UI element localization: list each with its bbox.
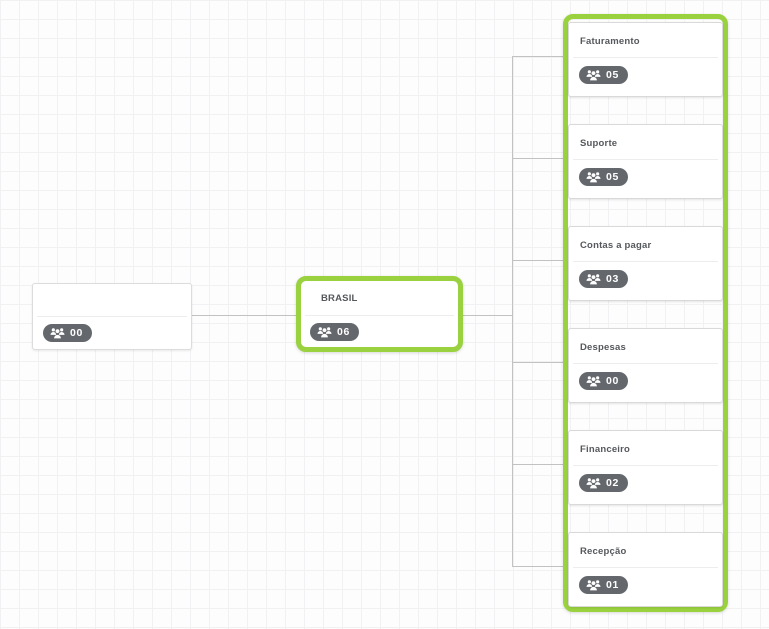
connector-stub-suporte	[513, 158, 563, 159]
member-count: 00	[70, 327, 83, 339]
member-count: 06	[337, 326, 350, 338]
org-node-department[interactable]: Despesas 00	[568, 328, 723, 403]
node-label: Faturamento	[580, 36, 640, 47]
member-count-badge[interactable]: 06	[310, 323, 359, 341]
member-count: 01	[606, 579, 619, 591]
member-count-badge[interactable]: 00	[579, 372, 628, 390]
node-divider	[573, 363, 718, 364]
node-divider	[573, 57, 718, 58]
org-node-department[interactable]: Recepção 01	[568, 532, 723, 607]
connector-root-brasil	[192, 315, 296, 316]
node-divider	[573, 567, 718, 568]
node-label: Suporte	[580, 138, 618, 149]
member-count: 00	[606, 375, 619, 387]
member-count-badge[interactable]: 03	[579, 270, 628, 288]
member-count-badge[interactable]: 05	[579, 168, 628, 186]
member-count-badge[interactable]: 02	[579, 474, 628, 492]
people-group-icon	[586, 274, 601, 285]
connector-stub-contas-a-pagar	[513, 260, 563, 261]
member-count-badge[interactable]: 01	[579, 576, 628, 594]
node-divider	[573, 465, 718, 466]
member-count: 02	[606, 477, 619, 489]
node-divider	[37, 316, 187, 317]
member-count: 03	[606, 273, 619, 285]
connector-stub-despesas	[513, 362, 563, 363]
org-node-brasil[interactable]: BRASIL 06	[296, 276, 463, 352]
people-group-icon	[586, 580, 601, 591]
people-group-icon	[586, 70, 601, 81]
member-count: 05	[606, 69, 619, 81]
connector-stub-faturamento	[513, 56, 563, 57]
connector-brasil-trunk	[463, 315, 513, 316]
node-label: Contas a pagar	[580, 240, 652, 251]
people-group-icon	[586, 172, 601, 183]
node-divider	[573, 159, 718, 160]
member-count-badge[interactable]: 00	[43, 324, 92, 342]
node-label: Financeiro	[580, 444, 631, 455]
org-node-department[interactable]: Suporte 05	[568, 124, 723, 199]
departments-group: Faturamento 05 Suporte 05	[563, 14, 728, 612]
org-node-department[interactable]: Faturamento 05	[568, 22, 723, 97]
org-node-department[interactable]: Financeiro 02	[568, 430, 723, 505]
node-label: Recepção	[580, 546, 627, 557]
node-divider	[305, 315, 454, 316]
member-count-badge[interactable]: 05	[579, 66, 628, 84]
connector-trunk	[512, 56, 513, 567]
people-group-icon	[586, 478, 601, 489]
people-group-icon	[586, 376, 601, 387]
connector-stub-financeiro	[513, 464, 563, 465]
node-divider	[573, 261, 718, 262]
people-group-icon	[50, 328, 65, 339]
node-label: Despesas	[580, 342, 626, 353]
node-label: BRASIL	[321, 293, 358, 304]
people-group-icon	[317, 327, 332, 338]
org-node-department[interactable]: Contas a pagar 03	[568, 226, 723, 301]
member-count: 05	[606, 171, 619, 183]
org-node-root[interactable]: 00	[32, 283, 192, 350]
connector-stub-recepcao	[513, 566, 563, 567]
